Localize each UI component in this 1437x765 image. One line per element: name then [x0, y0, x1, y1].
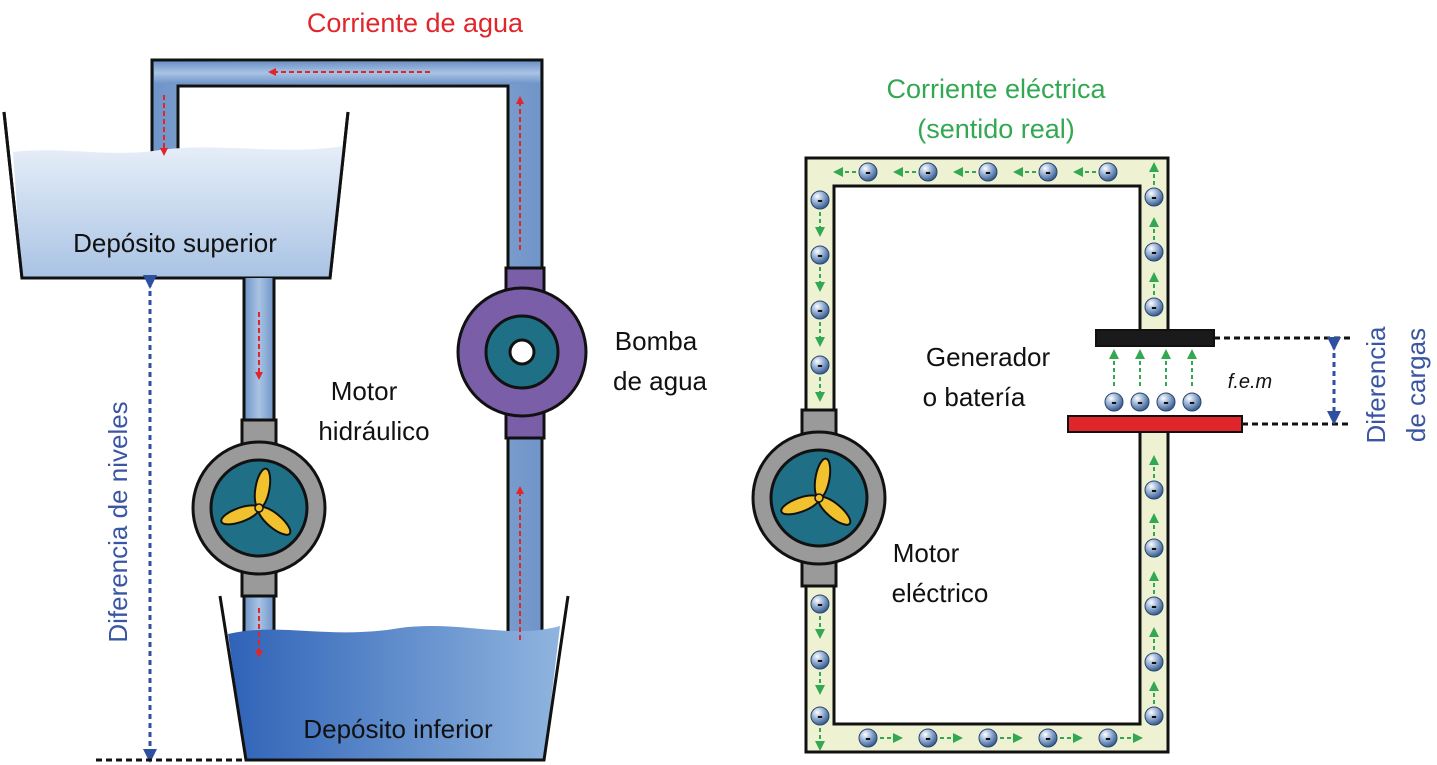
- electron: -: [858, 728, 878, 748]
- battery-positive-plate: [1067, 415, 1243, 433]
- pump-label-line2: de agua: [613, 366, 708, 396]
- svg-text:-: -: [1151, 300, 1157, 316]
- electric-current-label-line1: Corriente eléctrica: [886, 74, 1106, 104]
- svg-text:-: -: [1045, 165, 1051, 181]
- svg-text:-: -: [985, 165, 991, 181]
- svg-text:-: -: [817, 248, 823, 264]
- svg-text:-: -: [1151, 483, 1157, 499]
- electron: -: [1144, 480, 1164, 500]
- electron: -: [810, 300, 830, 320]
- electron: -: [1144, 652, 1164, 672]
- electron: -: [1156, 392, 1176, 412]
- svg-text:-: -: [1045, 731, 1051, 747]
- electron: -: [1182, 392, 1202, 412]
- svg-text:-: -: [817, 358, 823, 374]
- svg-text:-: -: [925, 731, 931, 747]
- electron: -: [1144, 242, 1164, 262]
- svg-text:-: -: [985, 731, 991, 747]
- electron: -: [1104, 392, 1124, 412]
- generator-label-line1: Generador: [926, 342, 1051, 372]
- electron: -: [810, 706, 830, 726]
- lower-tank-label: Depósito inferior: [303, 714, 493, 744]
- electron: -: [810, 245, 830, 265]
- electron: -: [1144, 538, 1164, 558]
- water-current-label: Corriente de agua: [307, 8, 524, 38]
- pump-label-line1: Bomba: [615, 326, 698, 356]
- upper-tank: [2, 111, 350, 280]
- svg-text:-: -: [1151, 190, 1157, 206]
- svg-text:-: -: [817, 597, 823, 613]
- svg-text:-: -: [1105, 165, 1111, 181]
- svg-text:-: -: [1137, 395, 1143, 411]
- electron: -: [810, 594, 830, 614]
- water-pump: [456, 266, 588, 440]
- water-flow-arrows: [160, 68, 524, 658]
- svg-text:-: -: [865, 731, 871, 747]
- electron: -: [1144, 706, 1164, 726]
- electron: -: [810, 650, 830, 670]
- svg-text:-: -: [1105, 731, 1111, 747]
- electron: -: [1098, 728, 1118, 748]
- svg-text:-: -: [1151, 541, 1157, 557]
- electron: -: [918, 162, 938, 182]
- electric-current-label-line2: (sentido real): [917, 114, 1075, 144]
- svg-text:-: -: [1151, 709, 1157, 725]
- svg-text:-: -: [817, 653, 823, 669]
- electron: -: [1098, 162, 1118, 182]
- electron: -: [1144, 596, 1164, 616]
- svg-text:-: -: [925, 165, 931, 181]
- electric-motor-label-line2: eléctrico: [892, 578, 989, 608]
- electron: -: [1038, 728, 1058, 748]
- svg-text:-: -: [1111, 395, 1117, 411]
- electron: -: [1130, 392, 1150, 412]
- electron: -: [810, 190, 830, 210]
- electric-rotor-blades: [780, 457, 852, 526]
- electron: -: [978, 162, 998, 182]
- electron: -: [810, 355, 830, 375]
- svg-text:-: -: [1189, 395, 1195, 411]
- electron: -: [1144, 187, 1164, 207]
- svg-text:-: -: [1151, 245, 1157, 261]
- battery-negative-plate: [1095, 329, 1215, 347]
- svg-text:-: -: [1151, 599, 1157, 615]
- svg-text:-: -: [865, 165, 871, 181]
- hydraulic-motor-label-line1: Motor: [331, 376, 398, 406]
- charge-difference-label-line1: Diferencia: [1361, 326, 1391, 444]
- electron: -: [918, 728, 938, 748]
- hydraulic-rotor-blades: [220, 467, 292, 536]
- upper-tank-label: Depósito superior: [73, 228, 277, 258]
- level-difference-label: Diferencia de niveles: [103, 401, 133, 642]
- hydraulic-motor-label-line2: hidráulico: [318, 416, 429, 446]
- emf-label: f.e.m: [1228, 371, 1272, 393]
- electron-flow: - - - - - - - - - - - - - - - - - - - - - - - - - - - - -: [810, 162, 1202, 751]
- level-difference-indicator: [96, 275, 250, 763]
- charge-difference-indicator: [1214, 336, 1352, 426]
- electron: -: [1144, 297, 1164, 317]
- charge-difference-label-line2: de cargas: [1401, 328, 1431, 442]
- electron: -: [978, 728, 998, 748]
- electron: -: [858, 162, 878, 182]
- svg-text:-: -: [817, 193, 823, 209]
- electric-motor: [751, 408, 887, 588]
- svg-text:-: -: [1163, 395, 1169, 411]
- electron: -: [1038, 162, 1058, 182]
- hydraulic-motor: [191, 418, 327, 598]
- svg-text:-: -: [1151, 655, 1157, 671]
- svg-text:-: -: [817, 303, 823, 319]
- svg-text:-: -: [817, 709, 823, 725]
- generator-label-line2: o batería: [923, 382, 1026, 412]
- lower-tank: [218, 595, 570, 762]
- electric-motor-label-line1: Motor: [893, 538, 960, 568]
